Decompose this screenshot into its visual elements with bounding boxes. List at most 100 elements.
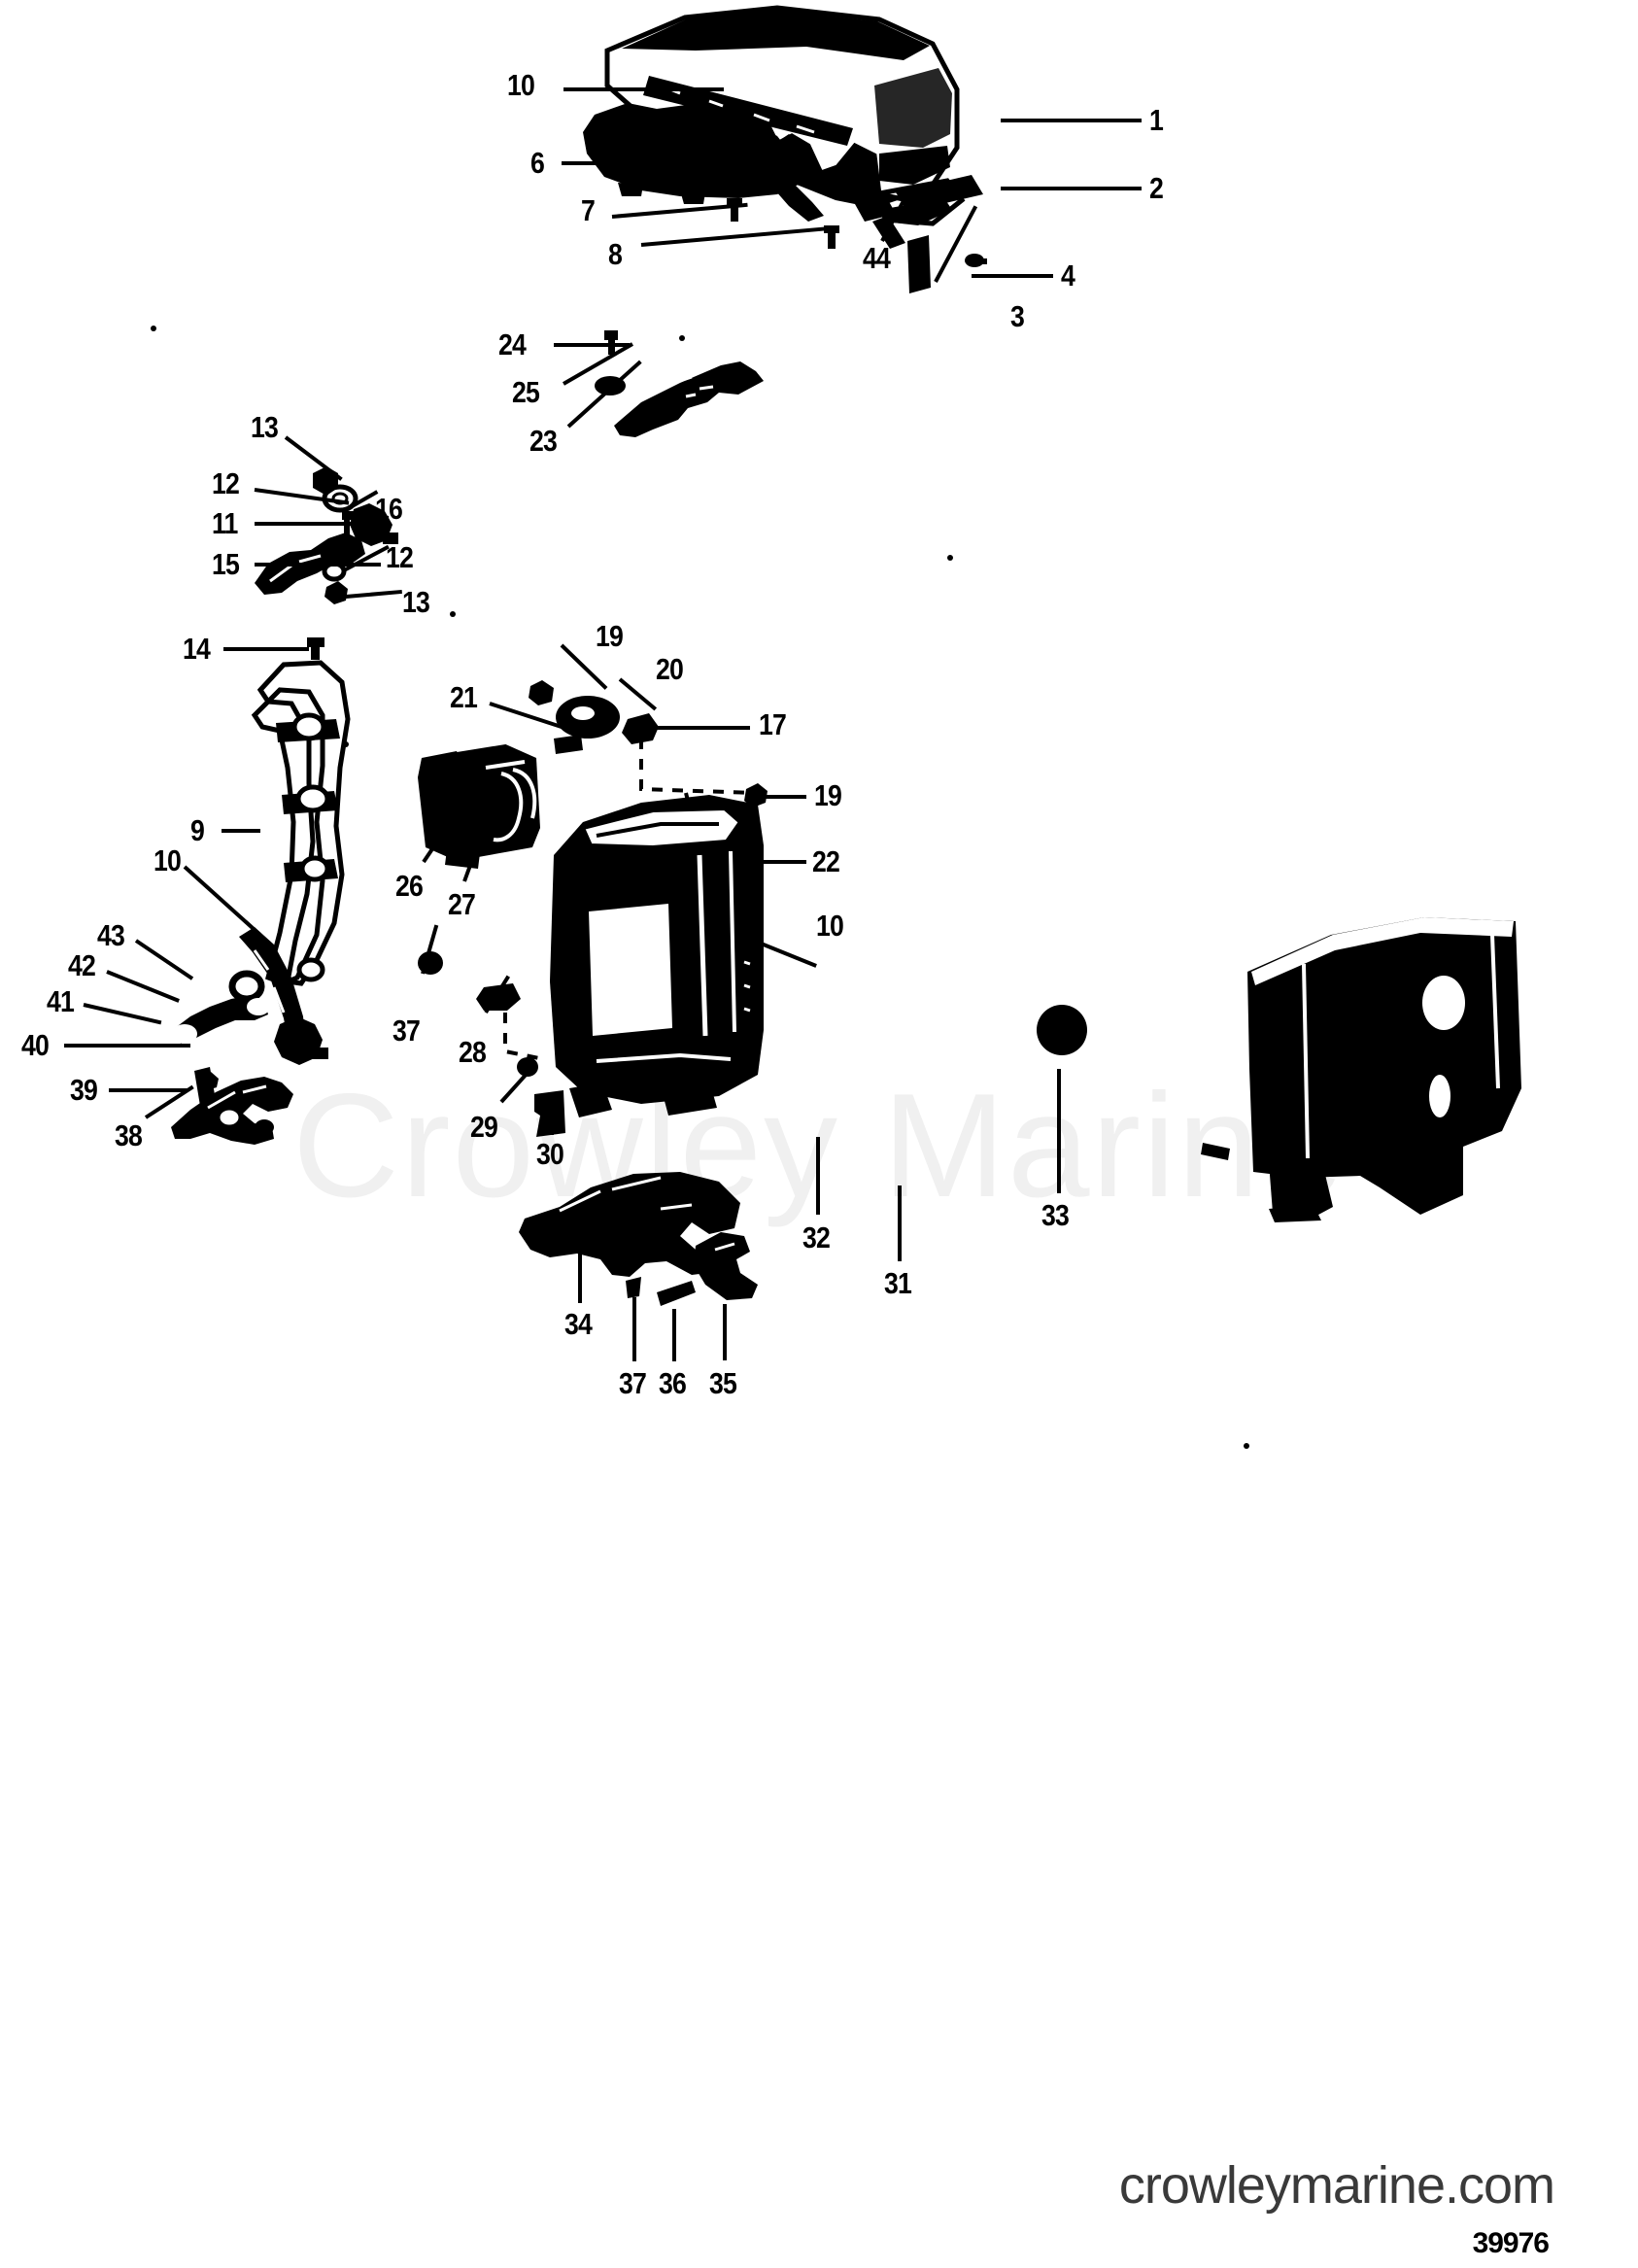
leader-line-30 xyxy=(550,1108,554,1135)
part-32-panel-pin xyxy=(1201,1143,1230,1160)
callout-number-2: 2 xyxy=(1149,171,1164,205)
callout-number-39: 39 xyxy=(70,1073,98,1107)
part-29-clamp-nut xyxy=(517,1057,538,1077)
assembly-guide-28 xyxy=(503,1013,545,1061)
callout-number-10: 10 xyxy=(816,909,844,943)
part-34-lower-support-bracket xyxy=(519,1172,740,1277)
scan-dot xyxy=(450,611,456,617)
callout-number-20: 20 xyxy=(656,652,684,686)
part-40-bushing xyxy=(274,1016,328,1065)
callout-number-23: 23 xyxy=(529,424,558,458)
callout-number-29: 29 xyxy=(470,1110,498,1144)
callout-number-44: 44 xyxy=(863,241,891,275)
leader-line-19 xyxy=(764,795,806,799)
part-8-screw xyxy=(824,225,839,249)
callout-number-1: 1 xyxy=(1149,103,1164,137)
leader-line-4 xyxy=(972,274,1053,278)
leader-line-15 xyxy=(255,563,381,567)
callout-number-24: 24 xyxy=(498,327,527,361)
assembly-guide-17b xyxy=(684,792,694,817)
callout-number-12: 12 xyxy=(386,540,414,574)
callout-number-3: 3 xyxy=(1010,299,1025,333)
callout-number-25: 25 xyxy=(512,375,540,409)
leader-line-37 xyxy=(632,1297,636,1361)
leader-line-32 xyxy=(816,1137,820,1215)
assembly-guide-17 xyxy=(639,739,755,795)
leader-line-1 xyxy=(1001,119,1142,122)
part-23-bracket-plate xyxy=(614,361,764,437)
leader-line-36 xyxy=(672,1309,676,1361)
callout-number-22: 22 xyxy=(812,844,840,878)
part-4-latch-screw xyxy=(965,254,987,267)
callout-number-30: 30 xyxy=(536,1137,564,1171)
callout-number-28: 28 xyxy=(459,1035,487,1069)
callout-number-38: 38 xyxy=(115,1118,143,1152)
callout-number-6: 6 xyxy=(530,146,545,180)
scan-dot xyxy=(1244,1443,1249,1449)
part-14-mounting-screw xyxy=(307,637,324,660)
callout-number-33: 33 xyxy=(1041,1198,1070,1232)
callout-number-17: 17 xyxy=(759,707,787,741)
part-2-cowl-seal-blocks xyxy=(855,175,983,222)
part-22-lower-cowl-housing xyxy=(550,795,764,1117)
part-37-fastener-bottom xyxy=(626,1277,641,1298)
part-26-electrical-box xyxy=(418,740,540,861)
leader-line-11 xyxy=(255,522,373,526)
callout-number-11: 11 xyxy=(212,506,238,540)
part-38-throttle-arm xyxy=(171,1077,293,1145)
callout-number-9: 9 xyxy=(190,813,205,847)
part-7-screw xyxy=(727,198,742,222)
part-33-panel-knob xyxy=(1037,1005,1087,1055)
callout-number-12: 12 xyxy=(212,466,240,500)
leader-line-9 xyxy=(222,829,260,833)
leader-line-33 xyxy=(1057,1069,1061,1193)
callout-number-43: 43 xyxy=(97,918,125,952)
scan-dot xyxy=(947,555,953,561)
callout-number-21: 21 xyxy=(450,680,478,714)
part-10-seal-strip-top xyxy=(643,76,853,146)
callout-number-34: 34 xyxy=(564,1307,593,1341)
part-42-link-washer xyxy=(228,970,265,1003)
part-31-rear-cowl-panel xyxy=(1247,917,1521,1222)
leader-line-40 xyxy=(64,1044,190,1048)
part-3-latch-block xyxy=(907,235,931,293)
callout-number-19: 19 xyxy=(814,778,842,812)
leader-line-14 xyxy=(223,647,309,651)
callout-number-8: 8 xyxy=(608,237,623,271)
callout-number-27: 27 xyxy=(448,887,476,921)
leader-line-24 xyxy=(554,343,630,347)
scan-dot xyxy=(151,326,156,331)
callout-number-32: 32 xyxy=(802,1220,831,1254)
callout-number-13: 13 xyxy=(251,410,279,444)
part-19-retaining-nut-upper xyxy=(529,680,554,705)
scan-dot xyxy=(343,741,349,747)
callout-number-31: 31 xyxy=(884,1266,912,1300)
callout-number-19: 19 xyxy=(596,619,624,653)
part-16-pivot-screw xyxy=(342,511,354,540)
part-19-retaining-nut-lower xyxy=(744,783,768,808)
part-10-seal-strip-right xyxy=(736,945,760,1036)
callout-number-10: 10 xyxy=(154,843,182,877)
leader-line-10 xyxy=(563,87,724,91)
callout-number-13: 13 xyxy=(402,585,430,619)
part-9-support-frame xyxy=(251,660,351,986)
callout-number-41: 41 xyxy=(47,984,75,1018)
callout-number-7: 7 xyxy=(581,193,596,227)
leader-line-34 xyxy=(578,1220,582,1303)
part-6-sound-box-cover xyxy=(583,103,824,222)
part-36-shim xyxy=(657,1281,696,1306)
callout-number-16: 16 xyxy=(375,492,403,526)
part-35-support-clip xyxy=(694,1232,758,1300)
part-13-lock-nut-lower xyxy=(324,581,348,604)
leader-line-2 xyxy=(1001,187,1142,190)
callout-number-15: 15 xyxy=(212,547,240,581)
callout-number-42: 42 xyxy=(68,948,96,982)
part-41-link-rod xyxy=(172,995,270,1044)
part-24-bracket-screw xyxy=(604,330,618,355)
scan-dot xyxy=(679,335,685,341)
callout-number-37: 37 xyxy=(392,1014,421,1048)
part-21-stud xyxy=(554,735,583,754)
callout-number-4: 4 xyxy=(1061,258,1075,292)
callout-number-14: 14 xyxy=(183,632,211,666)
